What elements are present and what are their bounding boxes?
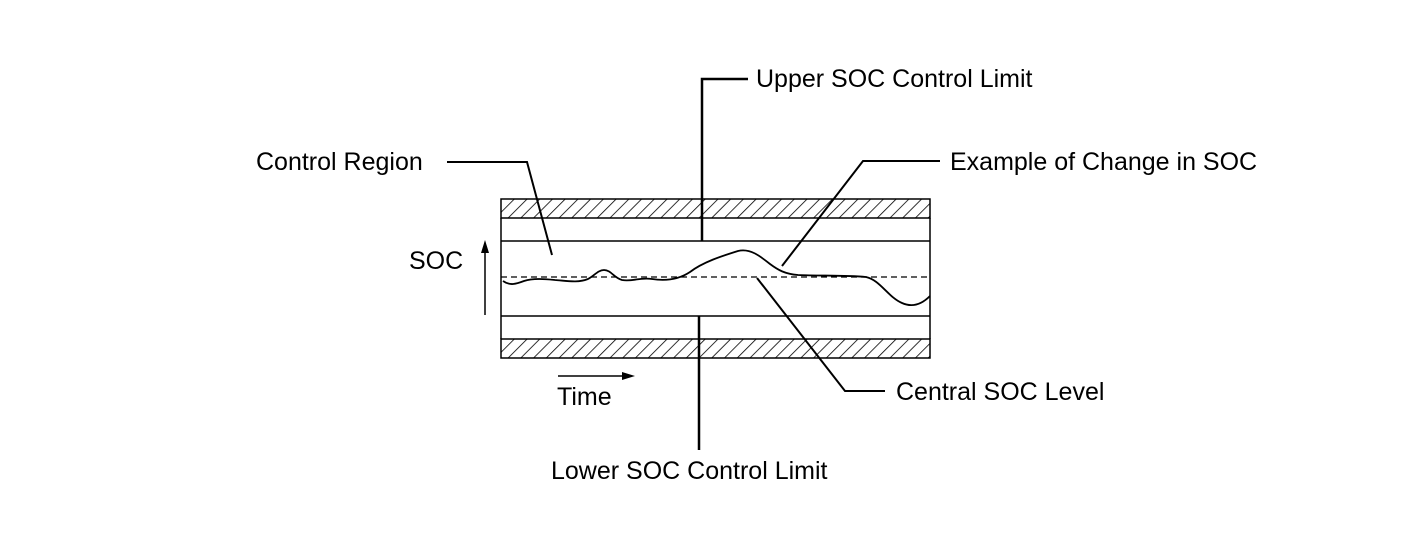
time-axis-label: Time	[557, 383, 612, 411]
example-change-leader	[781, 160, 940, 267]
upper-hatched-band	[500, 198, 931, 219]
soc-trajectory-curve	[502, 249, 931, 307]
lower-hatched-band	[500, 338, 931, 359]
arrow-up-icon	[481, 240, 489, 315]
upper-limit-label: Upper SOC Control Limit	[756, 65, 1033, 93]
soc-axis-label: SOC	[409, 247, 463, 275]
upper-limit-leader	[700, 77, 748, 241]
central-level-leader	[756, 277, 885, 392]
lower-limit-label: Lower SOC Control Limit	[551, 457, 828, 485]
control-region-label: Control Region	[256, 148, 423, 176]
example-change-label: Example of Change in SOC	[950, 148, 1257, 176]
central-level-label: Central SOC Level	[896, 378, 1104, 406]
arrow-right-icon	[558, 372, 635, 380]
control-region-leader	[447, 161, 553, 256]
